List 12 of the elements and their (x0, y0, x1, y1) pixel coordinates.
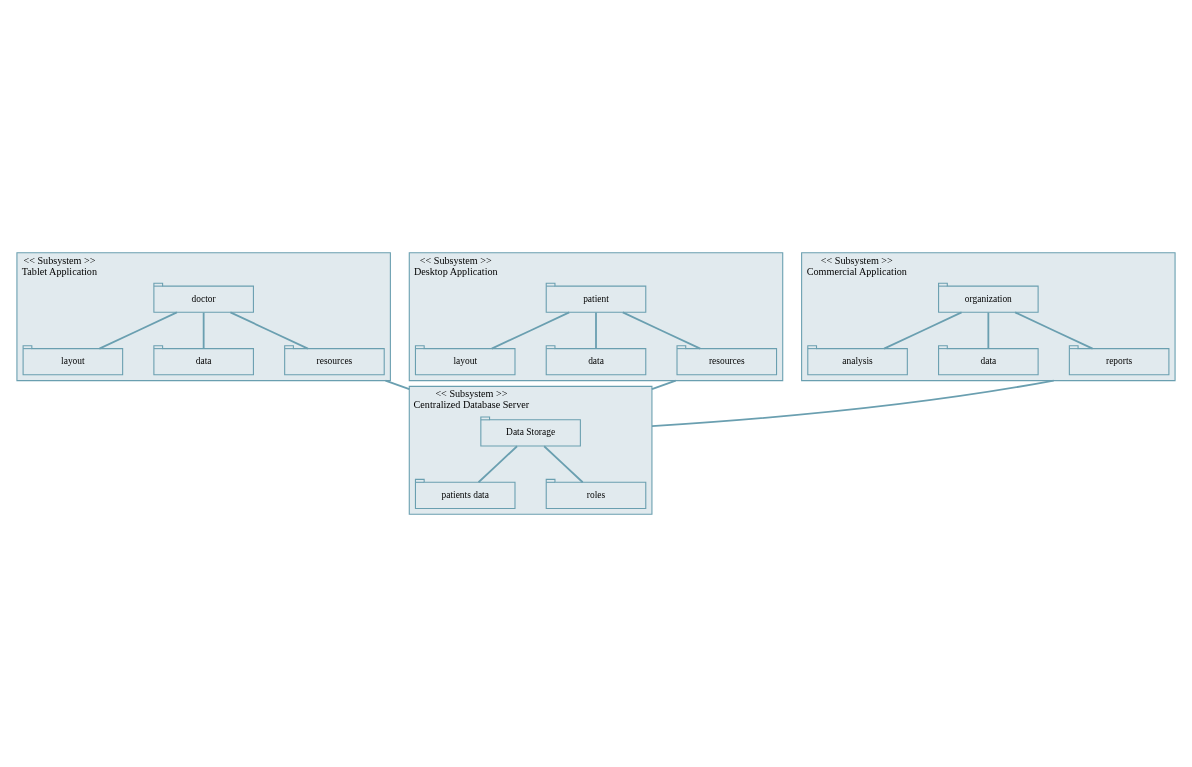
connector (595, 311, 597, 350)
connector (621, 311, 702, 350)
connector (490, 311, 571, 350)
connector (98, 311, 178, 350)
connector (1014, 311, 1094, 350)
connector (651, 379, 1055, 428)
connector (987, 311, 990, 350)
connector (384, 379, 411, 390)
connector (651, 379, 677, 390)
connector (543, 445, 584, 484)
connector (477, 445, 518, 484)
connector (202, 311, 205, 350)
